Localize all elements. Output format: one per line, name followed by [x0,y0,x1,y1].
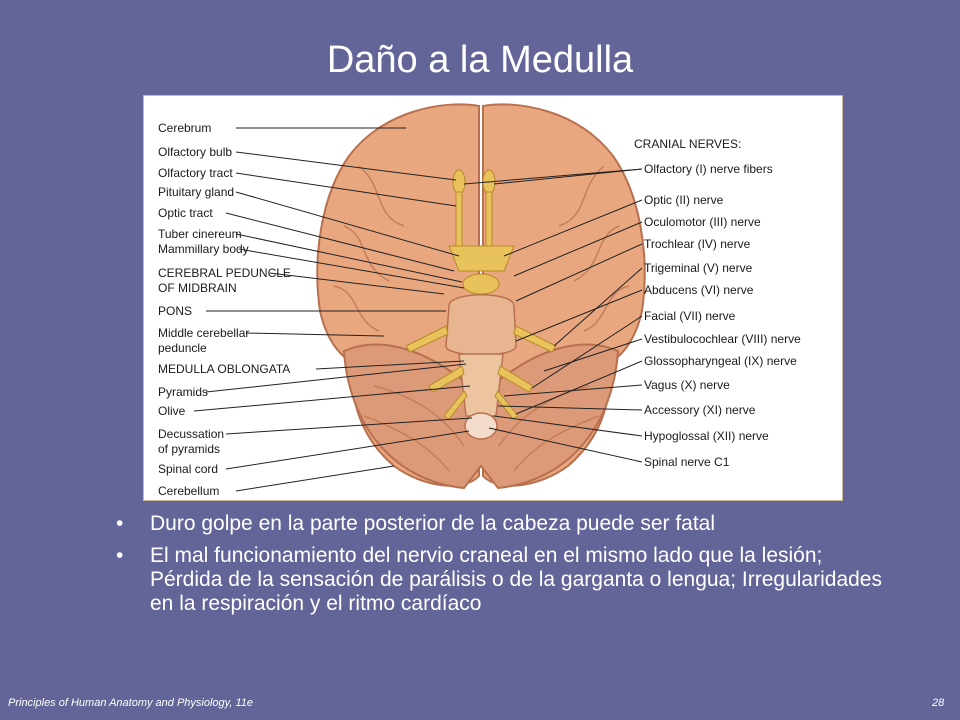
label-peduncle: peduncle [158,341,207,355]
bullet-text: El mal funcionamiento del nervio craneal… [150,544,882,615]
leader-line [515,243,643,302]
label-trigeminal-nerve: Trigeminal (V) nerve [644,261,753,275]
leader-line [463,168,643,185]
leader-line [503,384,643,397]
leader-line [235,172,457,207]
label-decussation: Decussation [158,427,225,441]
leader-line [238,248,465,289]
leader-line [503,199,643,257]
bullet-item: • El mal funcionamiento del nervio crane… [116,544,896,616]
label-facial-nerve: Facial (VII) nerve [644,309,736,323]
label-medulla-oblongata: MEDULLA OBLONGATA [158,362,291,376]
label-tuber-cinereum: Tuber cinereum [158,227,242,241]
label-abducens-nerve: Abducens (VI) nerve [644,283,754,297]
leader-line [225,430,470,470]
leader-line [515,360,643,415]
label-oculomotor-nerve: Oculomotor (III) nerve [644,215,761,229]
leader-line [493,415,643,437]
label-pyramids: Pyramids [158,385,209,399]
leader-line [235,151,457,181]
cranial-nerves-drawing [405,169,557,420]
leader-line [315,360,465,370]
left-olfactory-bulb [452,169,466,195]
label-of-pyramids: of pyramids [158,442,221,456]
label-olive: Olive [158,404,186,418]
label-mammillary-body: Mammillary body [158,242,249,256]
label-hypoglossal-nerve: Hypoglossal (XII) nerve [644,429,769,443]
brain-illustration [193,103,646,492]
leader-line [515,289,643,342]
footer-source: Principles of Human Anatomy and Physiolo… [8,697,253,709]
leader-line [235,465,395,492]
leader-line [513,221,643,277]
brain-inferior-view-figure: Cerebrum Olfactory bulb Olfactory tract … [143,95,843,501]
medulla-oblongata [458,353,504,417]
leader-line [488,427,643,463]
footer-page-number: 28 [932,697,945,709]
leader-line [205,363,467,393]
bullet-list: • Duro golpe en la parte posterior de la… [116,512,896,624]
label-olfactory-nerve: Olfactory (I) nerve fibers [644,162,773,176]
spinal-cord-section [464,412,498,440]
label-olfactory-bulb: Olfactory bulb [158,145,233,159]
label-trochlear-nerve: Trochlear (IV) nerve [644,237,751,251]
brain-drawing [316,103,646,490]
leader-line [225,417,473,435]
label-glossopharyngeal-nerve: Glossopharyngeal (IX) nerve [644,354,797,368]
leader-line [225,212,455,272]
label-optic-tract: Optic tract [158,206,213,220]
leader-line [235,191,460,257]
label-cerebellum: Cerebellum [158,484,220,498]
bullet-item: • Duro golpe en la parte posterior de la… [116,512,896,536]
right-olfactory-tract [485,191,493,253]
label-cerebrum: Cerebrum [158,121,212,135]
label-spinal-cord: Spinal cord [158,462,219,476]
label-vestibulocochlear-nerve: Vestibulocochlear (VIII) nerve [644,332,801,346]
label-optic-nerve: Optic (II) nerve [644,193,724,207]
bullet-text: Duro golpe en la parte posterior de la c… [150,512,716,535]
leader-line [245,332,385,337]
slide-title: Daño a la Medulla [326,39,634,81]
leader-line [193,385,471,412]
label-accessory-nerve: Accessory (XI) nerve [644,403,756,417]
label-vagus-nerve: Vagus (X) nerve [644,378,730,392]
mammillary-bodies [462,273,500,295]
leader-line [553,267,643,347]
label-cerebral-peduncle: CEREBRAL PEDUNCLE [158,266,291,280]
label-spinal-nerve-c1: Spinal nerve C1 [644,455,730,469]
optic-chiasm [448,245,515,272]
leader-line [543,338,643,372]
pons [445,294,517,356]
label-of-midbrain: OF MIDBRAIN [158,281,237,295]
bullet-dot-icon: • [116,512,124,535]
label-pons: PONS [158,304,193,318]
left-olfactory-tract [455,191,463,253]
leader-lines [193,127,643,492]
leader-line [269,272,445,295]
leader-line [497,405,643,411]
label-cranial-nerves-header: CRANIAL NERVES: [634,137,742,151]
bullet-dot-icon: • [116,544,124,567]
label-middle-cerebellar: Middle cerebellar [158,326,250,340]
leader-line [235,233,463,283]
leader-line [531,315,643,389]
label-olfactory-tract: Olfactory tract [158,166,233,180]
label-pituitary-gland: Pituitary gland [158,185,235,199]
